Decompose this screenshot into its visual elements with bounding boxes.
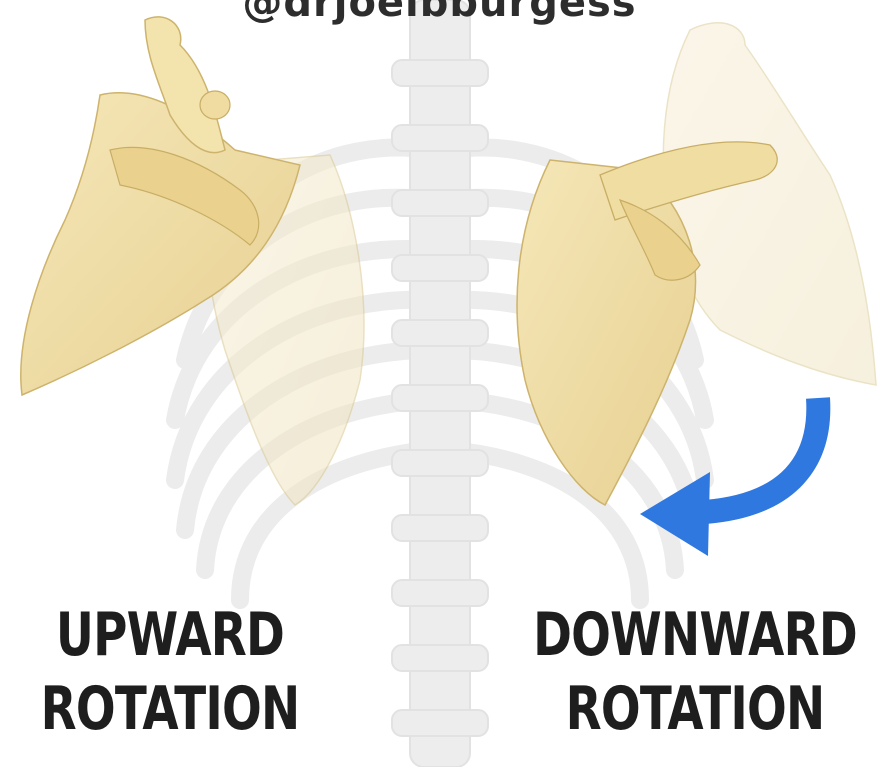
downward-rotation-label: DOWNWARD ROTATION — [485, 598, 879, 746]
upward-line2: ROTATION — [22, 672, 318, 746]
watermark-handle: @drjoelbburgess — [0, 0, 879, 26]
downward-line2: ROTATION — [531, 672, 859, 746]
upward-line1: UPWARD — [22, 598, 318, 672]
spine — [392, 0, 488, 767]
upward-rotation-label: UPWARD ROTATION — [0, 598, 360, 746]
downward-line1: DOWNWARD — [531, 598, 859, 672]
